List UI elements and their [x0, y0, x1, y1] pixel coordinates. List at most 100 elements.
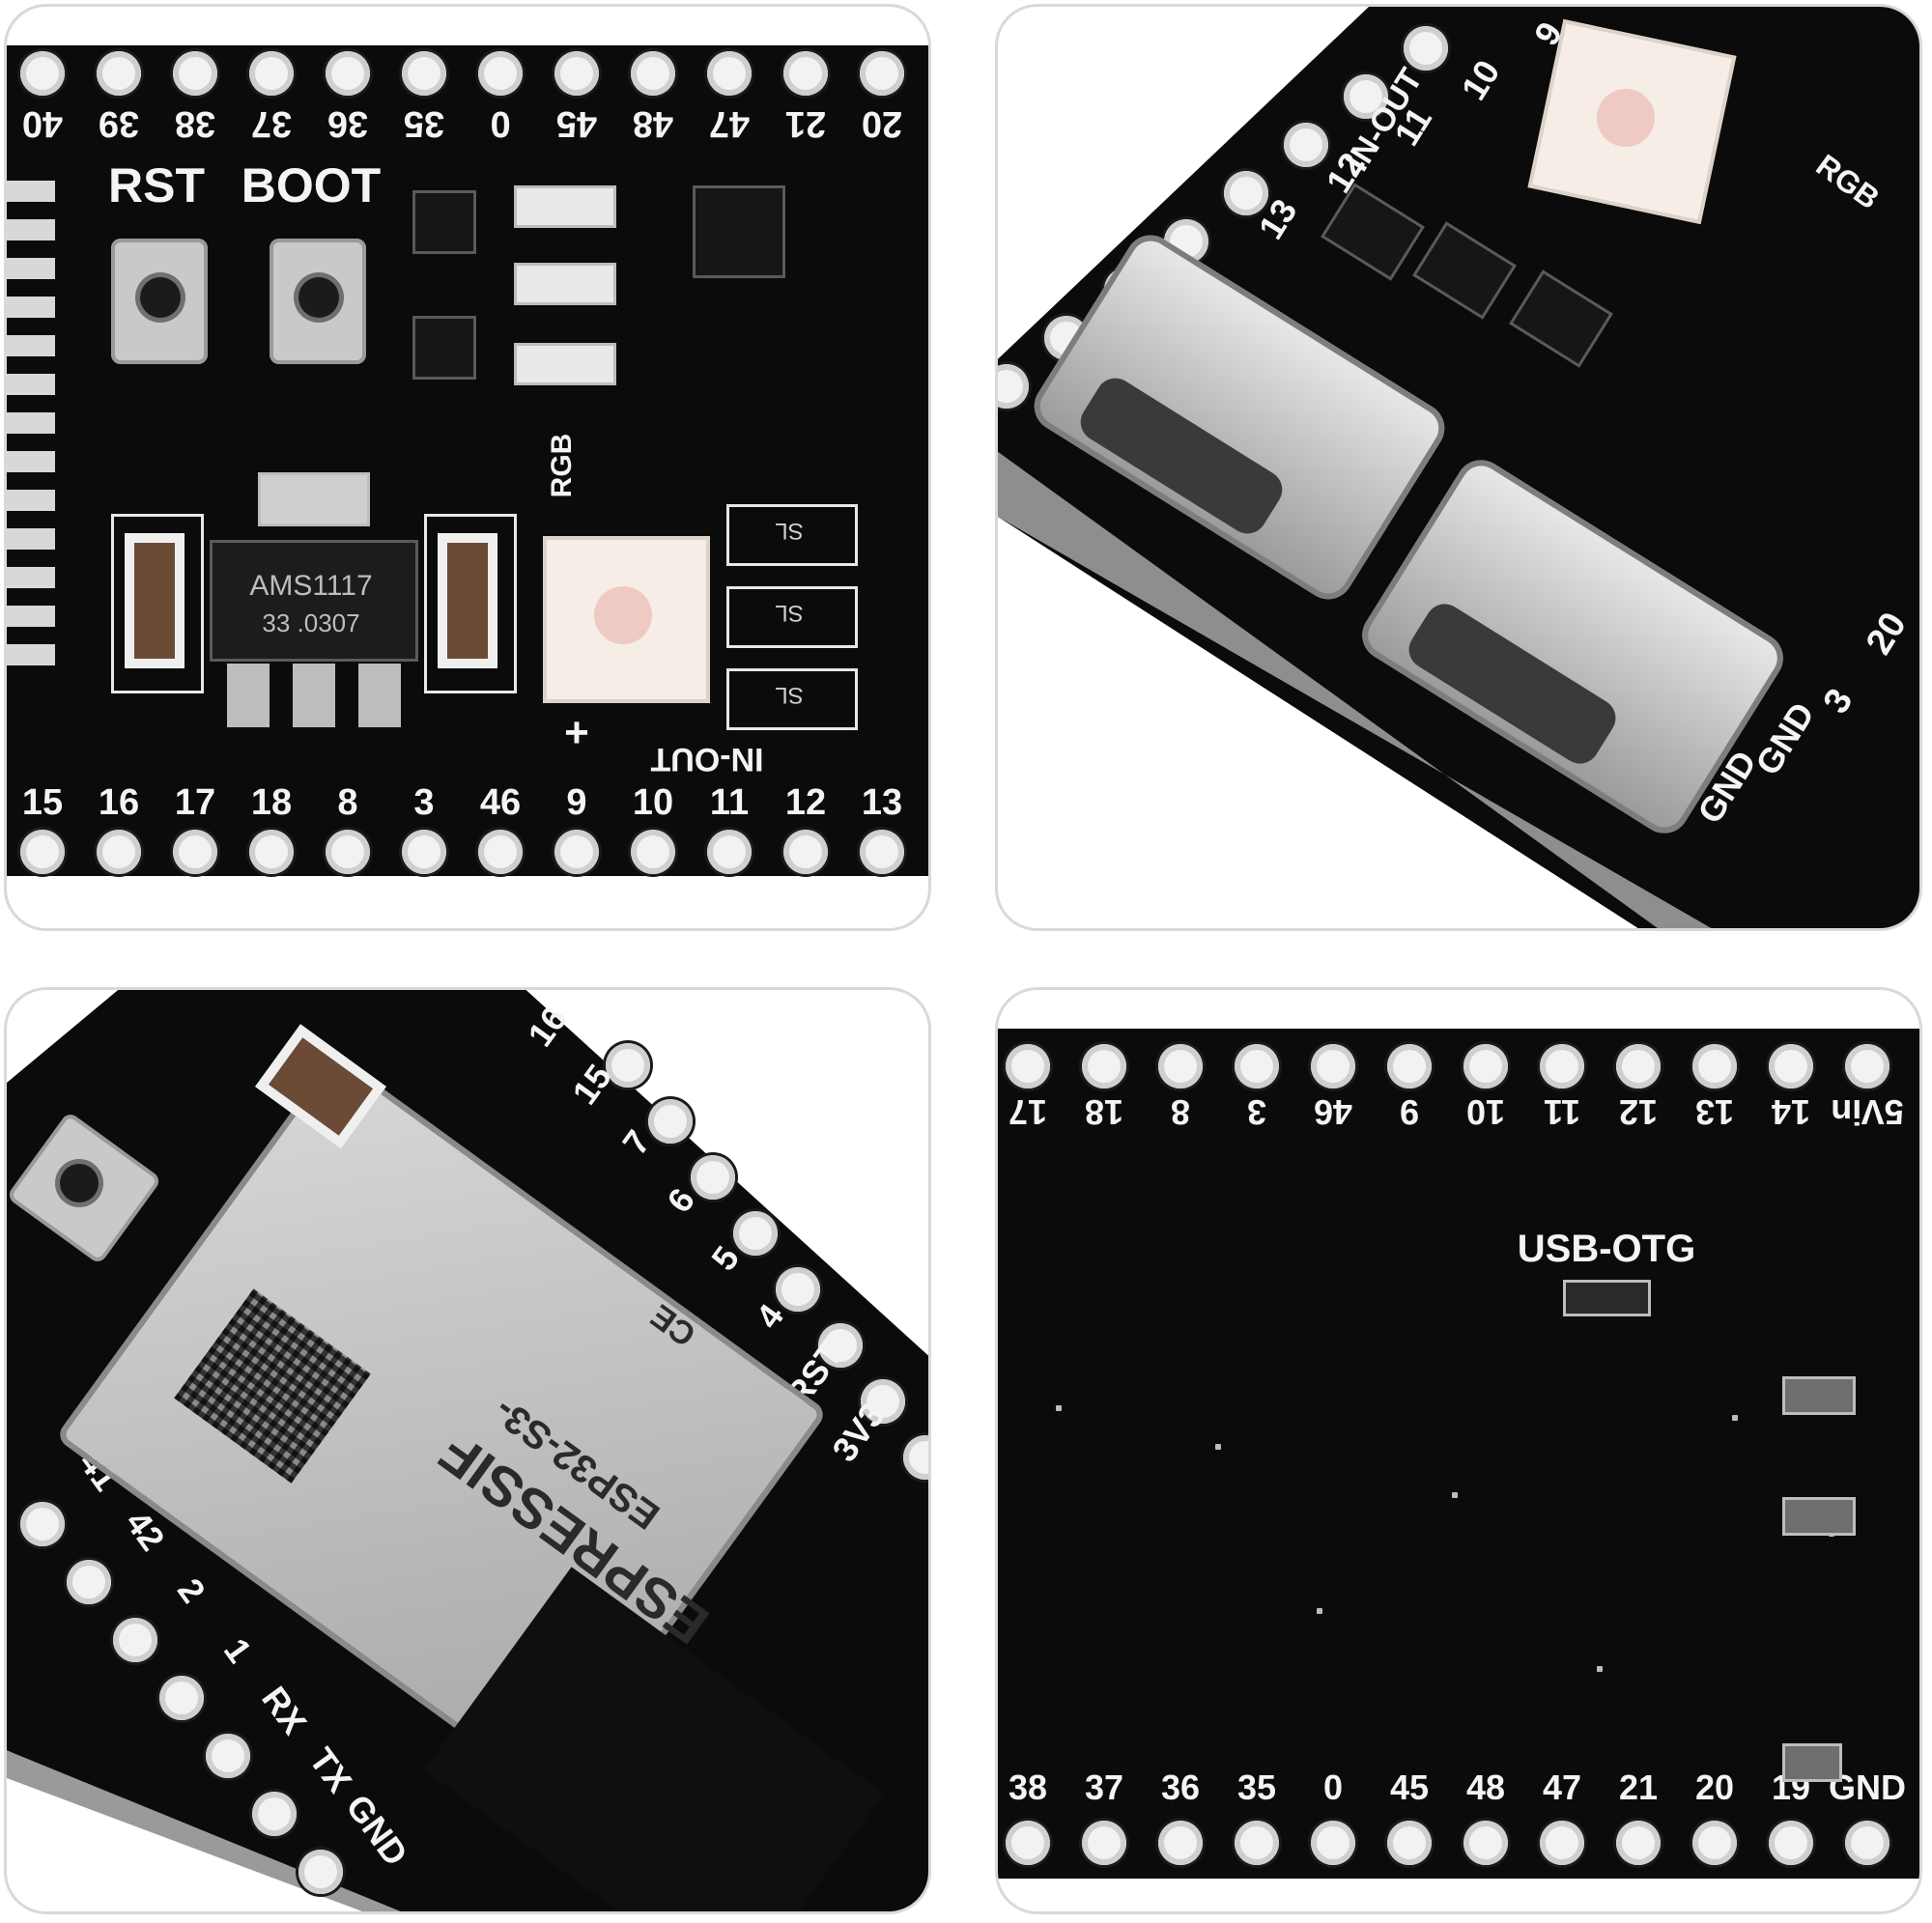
pin-label-3: 3	[413, 782, 435, 823]
resistor-1	[514, 185, 616, 228]
pin-label-17: 17	[174, 782, 216, 823]
regulator-marking-1: AMS1117	[249, 570, 373, 602]
pin-label-35: 35	[1236, 1767, 1277, 1807]
header-pin-hole	[1769, 1044, 1813, 1089]
header-pin-hole	[733, 1211, 778, 1256]
rst-button-cap	[140, 277, 181, 318]
regulator-marking-2: 33 .0307	[262, 608, 360, 637]
usb-bridge-chip	[693, 185, 785, 278]
header-pin-hole	[1845, 1821, 1889, 1865]
pin-label-15: 15	[21, 782, 64, 823]
pin-label-11: 11	[709, 782, 750, 823]
pin-label-45: 45	[1389, 1767, 1430, 1807]
header-pin-hole	[1284, 123, 1328, 167]
header-pin-hole	[1311, 1821, 1355, 1865]
header-pin-hole	[249, 51, 294, 96]
regulator-pin-3	[358, 664, 401, 727]
header-pin-hole	[326, 830, 370, 874]
pin-label-12: 12	[784, 782, 827, 823]
header-pin-hole	[97, 51, 141, 96]
regulator-pin-1	[227, 664, 270, 727]
header-pin-hole	[776, 1267, 820, 1312]
header-pin-hole	[606, 1043, 650, 1088]
header-pin-hole	[1082, 1044, 1126, 1089]
pin-label-12: 12	[1618, 1092, 1659, 1132]
pin-label-10: 10	[1465, 1092, 1506, 1132]
header-pin-hole	[20, 51, 65, 96]
header-pin-hole	[1692, 1044, 1737, 1089]
header-pin-hole	[1463, 1044, 1508, 1089]
header-pin-hole	[97, 830, 141, 874]
pin-label-46: 46	[479, 782, 522, 823]
pin-label-47: 47	[708, 103, 751, 144]
diode-3	[726, 668, 858, 730]
regulator-pin-2	[293, 664, 335, 727]
back-component-2	[1782, 1497, 1856, 1536]
usb-otg-jumper	[1563, 1280, 1651, 1316]
pin-label-37: 37	[1084, 1767, 1124, 1807]
header-pin-hole	[1235, 1821, 1279, 1865]
capacitor-2	[438, 533, 497, 668]
capacitor-outline-2	[424, 514, 517, 693]
regulator-tab	[258, 472, 370, 526]
header-pin-hole	[818, 1323, 863, 1368]
header-pin-hole	[478, 51, 523, 96]
header-pin-hole	[861, 1379, 905, 1424]
header-pin-hole	[691, 1155, 735, 1200]
header-pin-hole	[1769, 1821, 1813, 1865]
pin-label-35: 35	[403, 103, 445, 144]
pin-label-36: 36	[1160, 1767, 1201, 1807]
pin-label-45: 45	[555, 103, 598, 144]
back-component-1	[1782, 1376, 1856, 1415]
resistor-3	[514, 343, 616, 385]
header-pin-hole	[1616, 1044, 1661, 1089]
pin-label-36: 36	[327, 103, 369, 144]
ams1117-regulator	[210, 540, 418, 662]
in-out-label: IN-OUT	[650, 741, 764, 778]
header-pin-hole	[707, 830, 752, 874]
header-pin-hole	[783, 830, 828, 874]
header-pin-hole	[173, 51, 217, 96]
rgb-led-die	[594, 586, 652, 644]
header-pin-hole	[631, 830, 675, 874]
pad-4	[1732, 1415, 1738, 1421]
pin-label-21: 21	[1618, 1767, 1659, 1807]
boot-label: BOOT	[241, 158, 382, 212]
rgb-led-2-die	[1597, 89, 1655, 147]
header-pin-hole	[1006, 1044, 1050, 1089]
header-pin-hole	[860, 830, 904, 874]
transistor-2	[412, 316, 476, 380]
header-pin-hole	[1311, 1044, 1355, 1089]
header-pin-hole	[1235, 1044, 1279, 1089]
diode-1-label: SL	[775, 518, 804, 544]
header-pin-hole	[478, 830, 523, 874]
pin-label-39: 39	[98, 103, 140, 144]
header-pin-hole	[1158, 1821, 1203, 1865]
transistor-1	[412, 190, 476, 254]
pin-label-40: 40	[21, 103, 64, 144]
header-pin-hole	[20, 830, 65, 874]
pad-3	[1452, 1492, 1458, 1498]
pcb-board	[7, 45, 928, 876]
header-pin-hole	[113, 1618, 157, 1662]
pin-label-48: 48	[1465, 1767, 1506, 1807]
side-header-strip	[7, 181, 55, 683]
rgb-label: RGB	[546, 433, 578, 498]
header-pin-hole	[402, 51, 446, 96]
pin-label-38: 38	[1008, 1767, 1048, 1807]
header-pin-hole	[1540, 1044, 1584, 1089]
header-pin-hole	[1463, 1821, 1508, 1865]
pin-label-0: 0	[490, 103, 511, 144]
header-pin-hole	[1224, 171, 1268, 215]
pin-label-37: 37	[250, 103, 293, 144]
header-pin-hole	[1692, 1821, 1737, 1865]
module-side-button-cap	[60, 1164, 99, 1202]
header-pin-hole	[20, 1502, 65, 1546]
header-pin-hole	[252, 1792, 297, 1836]
header-pin-hole	[249, 830, 294, 874]
pin-label-21: 21	[784, 103, 827, 144]
header-pin-hole	[554, 51, 599, 96]
header-pin-hole	[159, 1676, 204, 1720]
